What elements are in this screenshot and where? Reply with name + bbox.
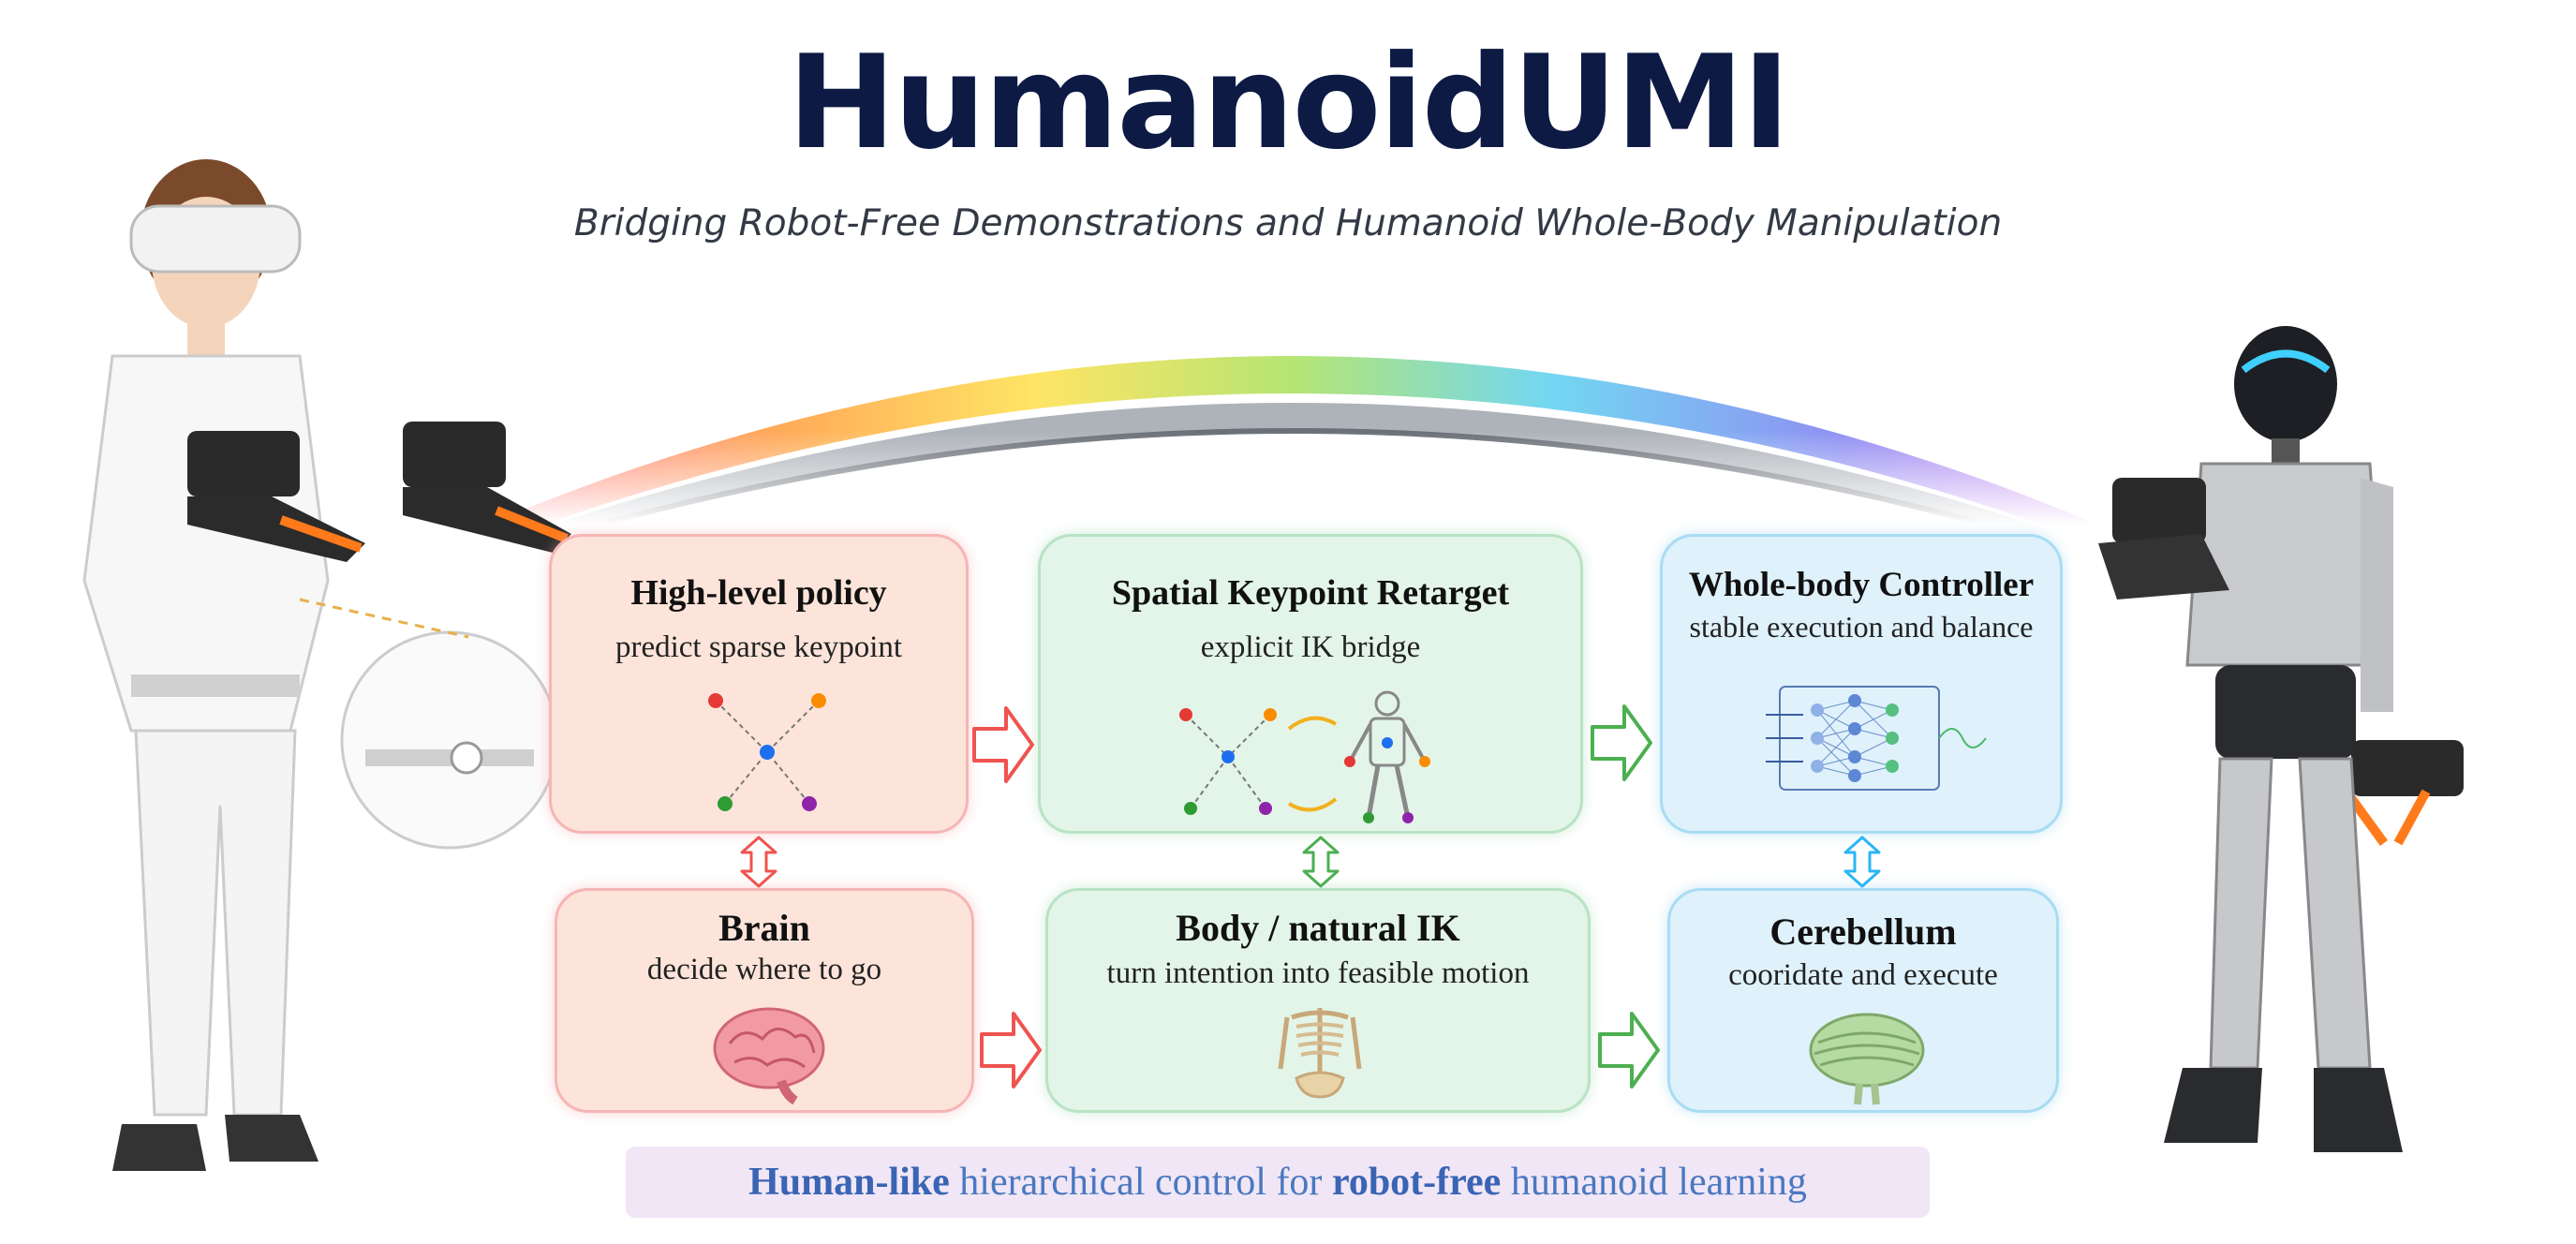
double-arrow-policy-brain <box>740 836 777 888</box>
whole-body-controller-subtitle: stable execution and balance <box>1689 610 2034 644</box>
page-title: HumanoidUMI <box>787 27 1791 178</box>
brain-title: Brain <box>718 907 810 949</box>
arrow-retarget-to-controller <box>1591 704 1652 781</box>
spatial-keypoint-retarget-box: Spatial Keypoint Retarget explicit IK br… <box>1038 534 1583 834</box>
spatial-keypoint-retarget-subtitle: explicit IK bridge <box>1200 630 1421 664</box>
whole-body-controller-title: Whole-body Controller <box>1688 566 2035 604</box>
high-level-policy-subtitle: predict sparse keypoint <box>614 630 903 664</box>
footer-highlight-human-like: Human-like <box>748 1161 950 1204</box>
human-operator-illustration <box>82 159 571 1171</box>
brain-box: Brain decide where to go <box>555 888 974 1113</box>
skeleton-torso-icon <box>1278 1008 1362 1099</box>
arrow-body-to-cerebellum <box>1598 1012 1660 1088</box>
body-natural-ik-box: Body / natural IK turn intention into fe… <box>1045 888 1591 1113</box>
arrow-brain-to-body <box>980 1012 1042 1088</box>
spatial-keypoint-retarget-title: Spatial Keypoint Retarget <box>1111 573 1510 613</box>
whole-body-controller-box: Whole-body Controller stable execution a… <box>1660 534 2063 834</box>
keypoint-to-skeleton-icon <box>1179 690 1430 823</box>
cerebellum-title: Cerebellum <box>1769 911 1957 953</box>
page-subtitle: Bridging Robot-Free Demonstrations and H… <box>573 202 2003 244</box>
footer-text-1: hierarchical control for <box>949 1161 1332 1204</box>
cerebellum-subtitle: cooridate and execute <box>1728 958 1998 992</box>
sparse-keypoint-icon <box>708 693 826 811</box>
cerebellum-box: Cerebellum cooridate and execute <box>1667 888 2059 1113</box>
cerebellum-icon <box>1809 1013 1925 1105</box>
footer-text-2: humanoid learning <box>1501 1161 1807 1204</box>
high-level-policy-box: High-level policy predict sparse keypoin… <box>549 534 969 834</box>
high-level-policy-title: High-level policy <box>630 573 887 613</box>
brain-icon <box>713 1007 825 1104</box>
humanoid-robot-illustration <box>2098 326 2464 1152</box>
double-arrow-retarget-body <box>1302 836 1340 888</box>
rainbow-bridge-illustration <box>450 356 2136 525</box>
body-natural-ik-title: Body / natural IK <box>1176 907 1460 949</box>
brain-subtitle: decide where to go <box>646 953 882 986</box>
body-natural-ik-subtitle: turn intention into feasible motion <box>1106 956 1530 990</box>
arrow-policy-to-retarget <box>972 706 1034 783</box>
footer-banner: Human-like hierarchical control for robo… <box>626 1147 1930 1218</box>
neural-network-icon <box>1766 686 1987 791</box>
footer-highlight-robot-free: robot-free <box>1331 1161 1502 1204</box>
double-arrow-controller-cerebellum <box>1843 836 1881 888</box>
